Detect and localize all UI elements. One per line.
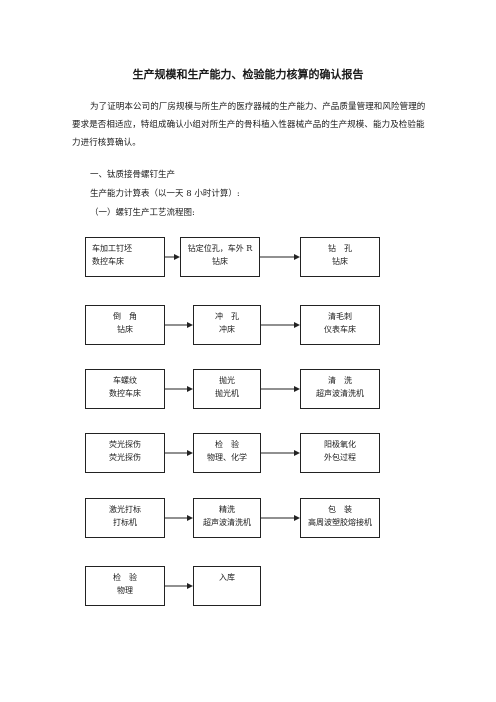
flow-step-3: 钻 孔 钻床: [300, 237, 380, 277]
flow-step-10: 荧光探伤 荧光探伤: [85, 433, 165, 473]
flow-step-equipment: 打标机: [113, 518, 137, 527]
flow-step-9: 清 洗 超声波清洗机: [300, 369, 380, 409]
flow-step-11: 检 验 物理、化学: [193, 433, 261, 473]
flow-step-label: 倒 角: [113, 312, 137, 321]
intro-paragraph: 为了证明本公司的厂房规模与所生产的医疗器械的生产能力、产品质量管理和风险管理的要…: [72, 102, 426, 148]
flow-step-label: 精洗: [219, 505, 235, 514]
flow-step-label: 阳极氧化: [324, 440, 356, 449]
flow-step-equipment: 超声波清洗机: [316, 389, 364, 398]
flow-step-equipment: 高周波塑胶熔接机: [308, 518, 372, 527]
flow-step-equipment: 钻床: [117, 325, 133, 334]
flowchart-heading: （一）螺钉生产工艺流程图:: [90, 208, 195, 218]
flow-step-7: 车螺纹 数控车床: [85, 369, 165, 409]
flow-step-label: 冲 孔: [215, 312, 239, 321]
flow-step-16: 检 验 物理: [85, 566, 165, 606]
flow-step-label: 车螺纹: [113, 376, 137, 385]
flow-step-5: 冲 孔 冲床: [193, 305, 261, 345]
flow-step-equipment: 钻床: [332, 257, 348, 266]
flow-step-equipment: 抛光机: [215, 389, 239, 398]
flow-step-equipment: 钻床: [212, 257, 228, 266]
flow-step-equipment: 数控车床: [109, 389, 141, 398]
flow-step-8: 抛光 抛光机: [193, 369, 261, 409]
flow-step-17: 入库: [193, 566, 261, 606]
flow-step-label: 检 验: [113, 573, 137, 582]
flow-step-label: 清毛刺: [328, 312, 352, 321]
flow-step-equipment: 外包过程: [324, 453, 356, 462]
flow-step-label: 抛光: [219, 376, 235, 385]
flow-step-label: 入库: [219, 573, 235, 582]
flow-step-label: 钻 孔: [328, 244, 352, 253]
flow-step-equipment: 冲床: [219, 325, 235, 334]
flow-step-4: 倒 角 钻床: [85, 305, 165, 345]
flow-step-label: 激光打标: [109, 505, 141, 514]
flow-step-label: 车加工钉坯: [92, 244, 132, 253]
document-title: 生产规模和生产能力、检验能力核算的确认报告: [132, 68, 364, 81]
flow-step-13: 激光打标 打标机: [85, 498, 165, 538]
flow-step-label: 清 洗: [328, 376, 352, 385]
flow-step-equipment: 物理: [117, 586, 133, 595]
flow-step-15: 包 装 高周波塑胶熔接机: [300, 498, 380, 538]
flow-step-equipment: 物理、化学: [207, 453, 247, 462]
flow-step-label: 检 验: [215, 440, 239, 449]
flow-step-label: 荧光探伤: [109, 440, 141, 449]
flow-step-equipment: 荧光探伤: [109, 453, 141, 462]
flow-step-equipment: 数控车床: [92, 257, 124, 266]
flow-step-12: 阳极氧化 外包过程: [300, 433, 380, 473]
section-heading: 一、钛质接骨螺钉生产: [90, 170, 176, 180]
flow-step-1: 车加工钉坯 数控车床: [85, 237, 165, 277]
flow-step-equipment: 超声波清洗机: [203, 518, 251, 527]
flow-step-6: 清毛刺 仪表车床: [300, 305, 380, 345]
flow-step-label: 包 装: [328, 505, 352, 514]
flow-step-2: 钻定位孔，车外 R 钻床: [180, 237, 260, 277]
flow-step-14: 精洗 超声波清洗机: [193, 498, 261, 538]
flow-step-equipment: 仪表车床: [324, 325, 356, 334]
flow-step-label: 钻定位孔，车外 R: [187, 244, 253, 253]
capacity-caption: 生产能力计算表（以一天 8 小时计算）:: [90, 189, 240, 199]
